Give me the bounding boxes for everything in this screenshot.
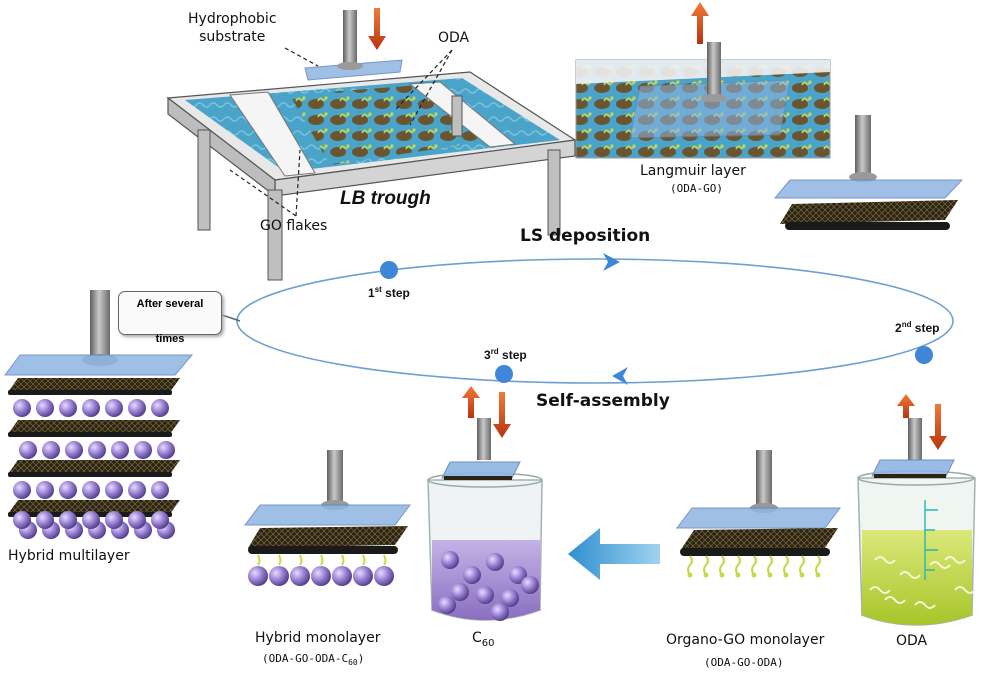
organo-go-label: Organo-GO monolayer (666, 632, 825, 648)
go-flakes-label: GO flakes (260, 218, 328, 234)
hybrid-multilayer-graphic (4, 290, 194, 539)
top-substrate-dipper (304, 8, 403, 81)
lb-trough-label: LB trough (340, 188, 431, 209)
cycle-arrow-back (612, 367, 628, 385)
step2-label: 2nd step (895, 320, 940, 335)
langmuir-layer-label: Langmuir layer (640, 163, 746, 179)
langmuir-layer-sub: (ODA-GO) (670, 182, 723, 195)
organo-go-monolayer-graphic (676, 450, 841, 578)
step1-label: 1st step (368, 285, 410, 300)
step1-dot (380, 261, 398, 279)
step2-dot (915, 346, 933, 364)
cycle-loop (236, 258, 954, 384)
self-assembly-label: Self-assembly (536, 391, 670, 411)
oda-beaker-label: ODA (896, 633, 928, 649)
process-arrow (568, 528, 660, 580)
organo-go-sub: (ODA-GO-ODA) (704, 656, 784, 669)
hybrid-monolayer-sub: (ODA-GO-ODA-C60) (262, 652, 365, 668)
hybrid-monolayer-graphic (244, 450, 411, 586)
hybrid-multilayer-label: Hybrid multilayer (8, 548, 130, 564)
c60-beaker-graphic (427, 386, 543, 621)
step3-dot (495, 365, 513, 383)
oda-beaker-graphic (857, 394, 976, 626)
deposited-monolayer-graphic (773, 115, 964, 230)
oda-top-label: ODA (438, 30, 470, 46)
ls-deposition-label: LS deposition (520, 226, 651, 246)
hybrid-monolayer-label: Hybrid monolayer (255, 630, 381, 646)
leader-lines (229, 47, 453, 217)
c60-label: C60 (472, 630, 495, 649)
cycle-arrow-forward (603, 253, 620, 271)
lb-trough-graphic (166, 71, 577, 281)
langmuir-layer-inset (575, 2, 831, 159)
step3-label: 3rd step (484, 347, 527, 362)
